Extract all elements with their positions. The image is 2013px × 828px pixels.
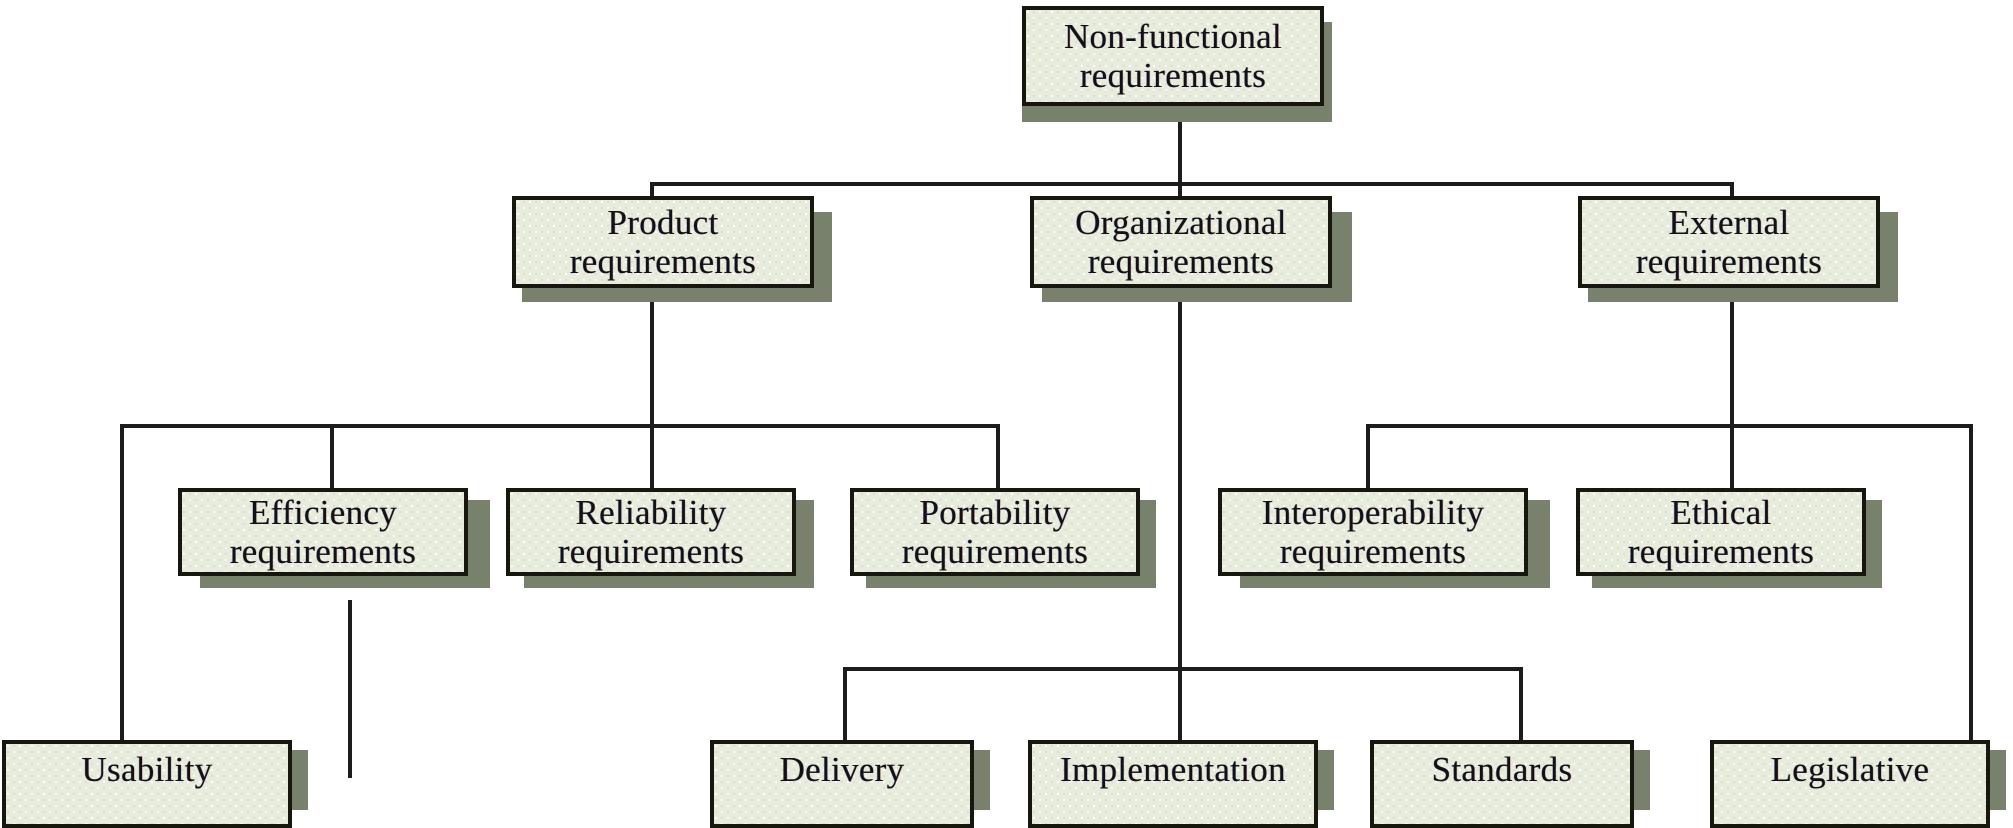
node-label: Standards (1431, 750, 1573, 789)
node-usability[interactable]: Usability (2, 740, 292, 828)
edge-root-stem (1178, 113, 1182, 184)
node-implementation[interactable]: Implementation (1028, 740, 1318, 828)
nonfunctional-requirements-diagram: Non-functional requirements Product requ… (2, 6, 2006, 828)
edge-organizational-stem (1178, 287, 1182, 669)
edge-product-bus-to-reliability (650, 424, 654, 490)
edge-product-bus-to-portability (996, 424, 1000, 490)
node-ethical-requirements[interactable]: Ethical requirements (1576, 488, 1866, 576)
node-label: External requirements (1635, 202, 1823, 281)
node-label: Efficiency requirements (229, 492, 417, 571)
node-label: Ethical requirements (1627, 492, 1815, 571)
node-label: Implementation (1060, 750, 1286, 789)
edge-external-bus-to-ethical (1730, 424, 1734, 490)
node-external-requirements[interactable]: External requirements (1578, 196, 1880, 288)
edge-org-bus-to-implementation (1178, 667, 1182, 740)
node-portability-requirements[interactable]: Portability requirements (850, 488, 1140, 576)
node-reliability-requirements[interactable]: Reliability requirements (506, 488, 796, 576)
edge-org-bus-to-standards (1519, 667, 1523, 740)
node-product-requirements[interactable]: Product requirements (512, 196, 814, 288)
edge-external-bus-to-legislative (1969, 424, 1973, 740)
edge-product-bus-to-usability (120, 424, 124, 740)
node-label: Portability requirements (901, 492, 1089, 571)
edge-product-stem (650, 287, 654, 426)
node-efficiency-requirements[interactable]: Efficiency requirements (178, 488, 468, 576)
node-label: Usability (81, 750, 213, 789)
edge-efficiency-tail (348, 600, 352, 778)
node-organizational-requirements[interactable]: Organizational requirements (1030, 196, 1332, 288)
node-label: Delivery (779, 750, 905, 789)
edge-bus-level1 (650, 182, 1734, 186)
node-delivery[interactable]: Delivery (710, 740, 974, 828)
node-label: Legislative (1770, 750, 1930, 789)
edge-org-bus-to-delivery (843, 667, 847, 740)
edge-bus-external-children (1366, 424, 1973, 428)
node-label: Interoperability requirements (1261, 492, 1485, 571)
edge-external-bus-to-interoperability (1366, 424, 1370, 490)
edge-bus-organizational-children (843, 667, 1523, 671)
node-non-functional-requirements[interactable]: Non-functional requirements (1022, 6, 1324, 106)
node-interoperability-requirements[interactable]: Interoperability requirements (1218, 488, 1528, 576)
node-legislative[interactable]: Legislative (1710, 740, 1990, 828)
node-label: Product requirements (569, 202, 757, 281)
node-label: Organizational requirements (1075, 202, 1287, 281)
node-standards[interactable]: Standards (1370, 740, 1634, 828)
edge-bus-product-children (120, 424, 1000, 428)
edge-external-stem (1730, 287, 1734, 426)
node-label: Non-functional requirements (1063, 16, 1283, 95)
node-label: Reliability requirements (557, 492, 745, 571)
edge-product-bus-to-efficiency (330, 424, 334, 490)
